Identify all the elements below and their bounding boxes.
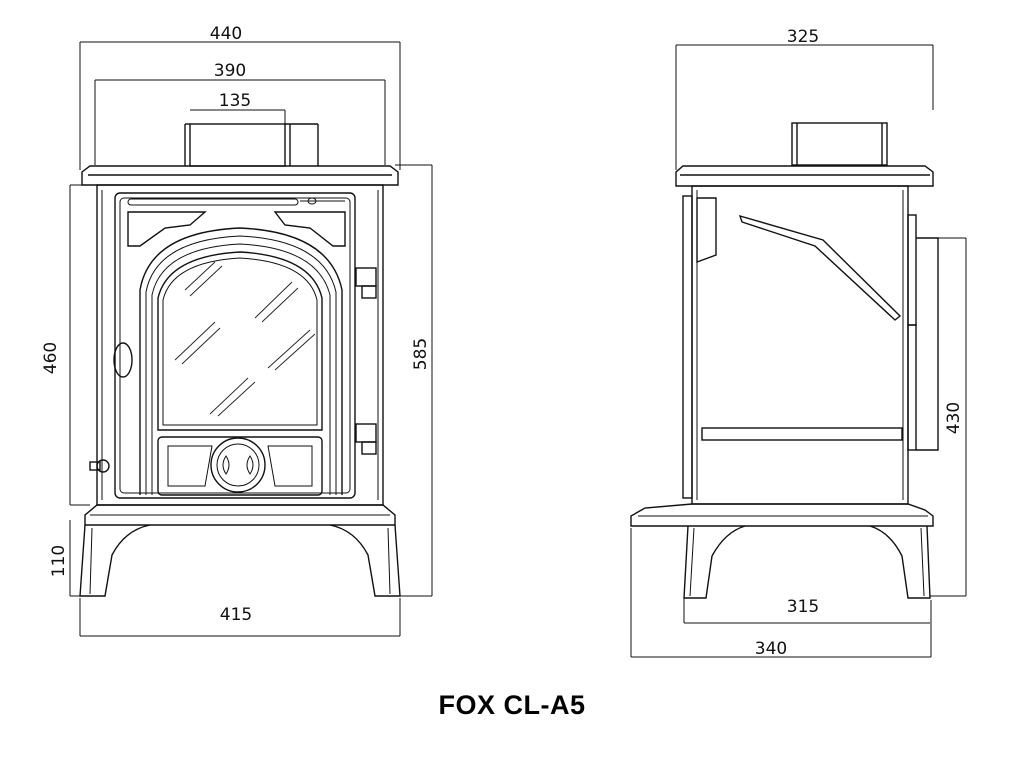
front-hardware: [89, 267, 377, 473]
front-flue: [184, 123, 319, 167]
side-body: [682, 185, 939, 505]
dim-body-height: 460: [41, 342, 61, 374]
side-dimensions: [630, 44, 967, 658]
dim-width-top-inner: 390: [214, 61, 246, 81]
dim-depth-top: 325: [787, 27, 819, 47]
dim-base-depth: 340: [755, 639, 787, 659]
front-view: [69, 41, 433, 637]
side-view: [630, 44, 967, 658]
side-base: [630, 503, 934, 599]
dim-leg-depth: 315: [787, 597, 819, 617]
dim-base-width: 415: [220, 605, 252, 625]
front-door: [114, 192, 356, 499]
front-base: [79, 504, 401, 597]
dim-flue-width: 135: [219, 91, 251, 111]
model-title: FOX CL-A5: [438, 690, 586, 720]
dim-width-top: 440: [210, 24, 242, 44]
dim-leg-height: 110: [49, 545, 69, 577]
side-top-plate: [675, 165, 934, 187]
dimension-labels: 440 390 135 460 585 110 415 325 430 315 …: [41, 24, 964, 659]
front-top-plate: [81, 165, 399, 186]
dim-total-height: 585: [411, 338, 431, 370]
dim-rear-outlet-height: 430: [944, 402, 964, 434]
side-flue: [791, 122, 888, 166]
front-dimensions: [69, 41, 433, 637]
